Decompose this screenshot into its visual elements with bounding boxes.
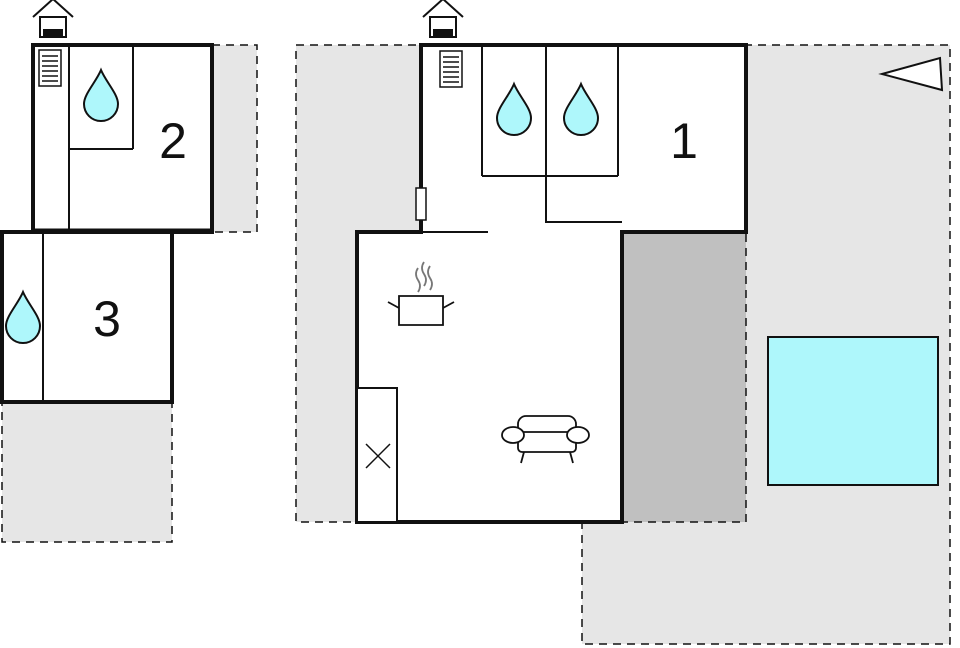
stairs-icon [38,49,62,87]
north-arrow-icon [878,56,944,92]
terrace-room2 [211,44,258,233]
room-1-number: 1 [670,113,698,169]
cooking-pot-icon [387,261,455,326]
covered-terrace [621,231,747,523]
house-entrance-icon [32,0,74,38]
sofa-icon [501,415,590,464]
main-building [355,43,748,524]
room-3-number: 3 [93,291,121,347]
room-2-walls [31,43,214,234]
room-2-number: 2 [159,113,187,169]
main-building-walls [355,43,748,524]
swimming-pool [767,336,939,486]
house-entrance-icon [422,0,464,38]
terrace-room3 [1,401,173,543]
closet-icon [356,387,398,523]
stairs-icon [439,50,463,88]
room-2-building [31,43,214,234]
